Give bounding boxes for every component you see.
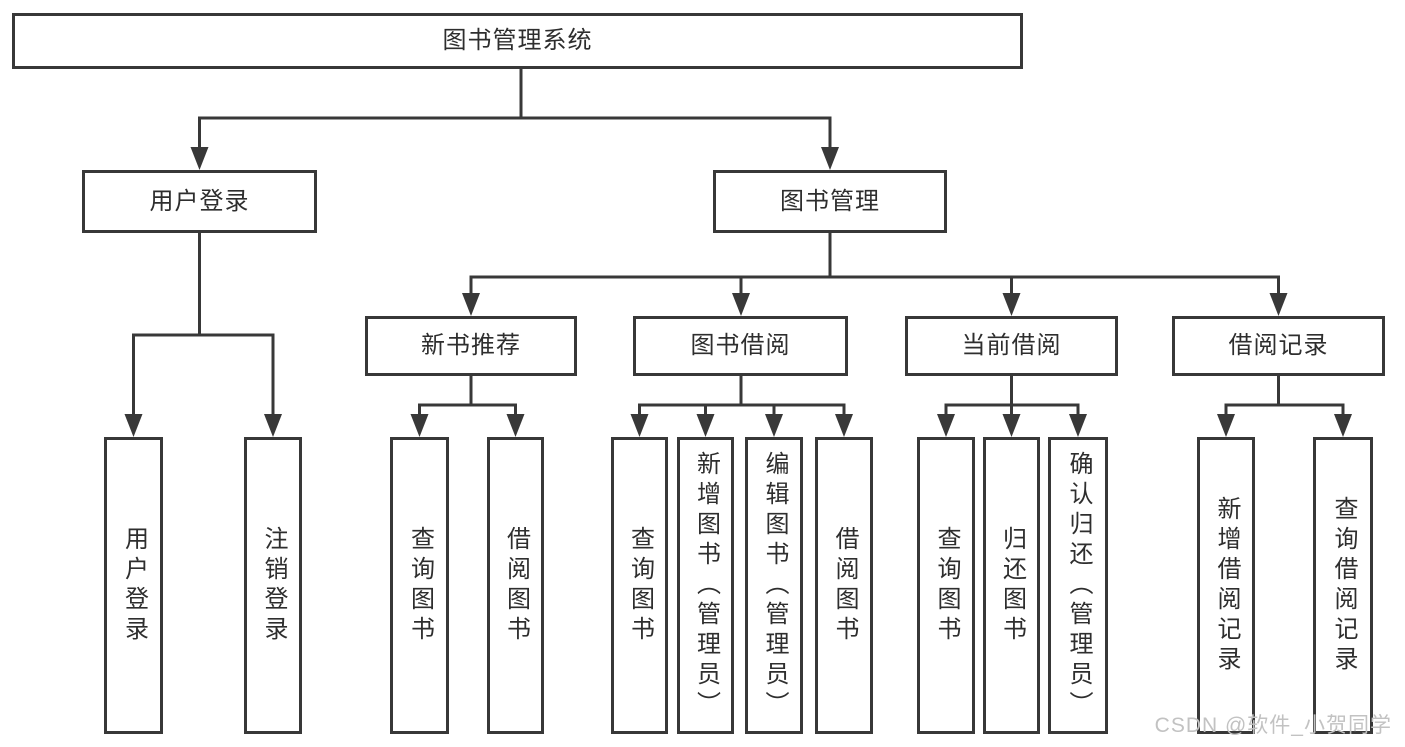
leaf-nbr-borrow-books: 借阅图书 [487, 437, 544, 734]
connector-book-borrow-branch [638, 374, 846, 417]
connector-root-to-level2 [198, 67, 832, 150]
node-new-book-recommend-label: 新书推荐 [421, 332, 521, 359]
node-current-borrow: 当前借阅 [905, 316, 1118, 376]
node-library-system: 图书管理系统 [12, 13, 1023, 69]
node-book-borrow-label: 图书借阅 [690, 332, 791, 359]
leaf-logout-login: 注销登录 [244, 437, 302, 734]
leaf-logout-login-label: 注销登录 [260, 525, 287, 646]
arrowhead [835, 414, 853, 437]
arrowhead [937, 414, 955, 437]
node-book-management: 图书管理 [713, 170, 947, 233]
arrowhead [1269, 293, 1288, 316]
leaf-bb-query-books: 查询图书 [611, 437, 668, 734]
arrowhead [264, 414, 282, 437]
leaf-cb-confirm-return-admin-label: 确认归还（管理员） [1065, 450, 1092, 721]
leaf-br-add-borrow-record-label: 新增借阅记录 [1213, 495, 1240, 676]
connector-new-book-recommend-branch [418, 374, 517, 417]
node-user-login-label: 用户登录 [149, 187, 250, 215]
leaf-bb-query-books-label: 查询图书 [626, 525, 654, 646]
arrowhead [1217, 414, 1235, 437]
connector-borrow-records-branch [1224, 374, 1345, 417]
arrowhead [190, 147, 209, 170]
leaf-cb-return-books: 归还图书 [983, 437, 1040, 734]
node-new-book-recommend: 新书推荐 [365, 316, 577, 376]
leaf-bb-borrow-books-label: 借阅图书 [831, 525, 858, 646]
leaf-bb-edit-books-admin: 编辑图书（管理员） [745, 437, 803, 734]
connector-book-management-branch [469, 230, 1280, 297]
leaf-nbr-query-books-label: 查询图书 [406, 525, 434, 646]
leaf-cb-query-books-label: 查询图书 [933, 525, 960, 646]
arrowhead [1069, 414, 1087, 437]
arrowhead [821, 147, 839, 170]
leaf-bb-add-books-admin-label: 新增图书（管理员） [692, 450, 720, 721]
node-book-management-label: 图书管理 [780, 187, 880, 215]
leaf-cb-return-books-label: 归还图书 [998, 525, 1026, 646]
arrowhead [410, 414, 429, 437]
leaf-nbr-borrow-books-label: 借阅图书 [502, 525, 530, 646]
arrowhead [1002, 414, 1021, 437]
leaf-bb-add-books-admin: 新增图书（管理员） [677, 437, 734, 734]
node-user-login: 用户登录 [82, 170, 317, 233]
connector-user-login-branch [132, 231, 275, 417]
leaf-br-query-borrow-record-label: 查询借阅记录 [1330, 495, 1357, 676]
leaf-bb-edit-books-admin-label: 编辑图书（管理员） [761, 450, 788, 721]
arrowhead [765, 414, 783, 437]
leaf-cb-confirm-return-admin: 确认归还（管理员） [1048, 437, 1108, 734]
node-book-borrow: 图书借阅 [633, 316, 848, 376]
leaf-bb-borrow-books: 借阅图书 [815, 437, 873, 734]
node-current-borrow-label: 当前借阅 [961, 332, 1062, 359]
arrowhead [506, 414, 525, 437]
arrowhead [124, 414, 143, 437]
node-borrow-records-label: 借阅记录 [1228, 332, 1329, 359]
arrowhead [630, 414, 649, 437]
leaf-user-login: 用户登录 [104, 437, 163, 734]
connector-current-borrow-branch [944, 374, 1080, 417]
node-borrow-records: 借阅记录 [1172, 316, 1385, 376]
watermark: CSDN @软件_小贺同学 [1154, 714, 1392, 737]
arrowhead [462, 293, 480, 316]
arrowhead [1334, 414, 1352, 437]
leaf-br-add-borrow-record: 新增借阅记录 [1197, 437, 1255, 734]
leaf-nbr-query-books: 查询图书 [390, 437, 449, 734]
leaf-cb-query-books: 查询图书 [917, 437, 975, 734]
node-library-system-label: 图书管理系统 [442, 27, 593, 54]
arrowhead [732, 293, 750, 316]
arrowhead [1002, 293, 1021, 316]
leaf-br-query-borrow-record: 查询借阅记录 [1313, 437, 1373, 734]
leaf-user-login-label: 用户登录 [120, 525, 148, 646]
arrowhead [696, 414, 715, 437]
